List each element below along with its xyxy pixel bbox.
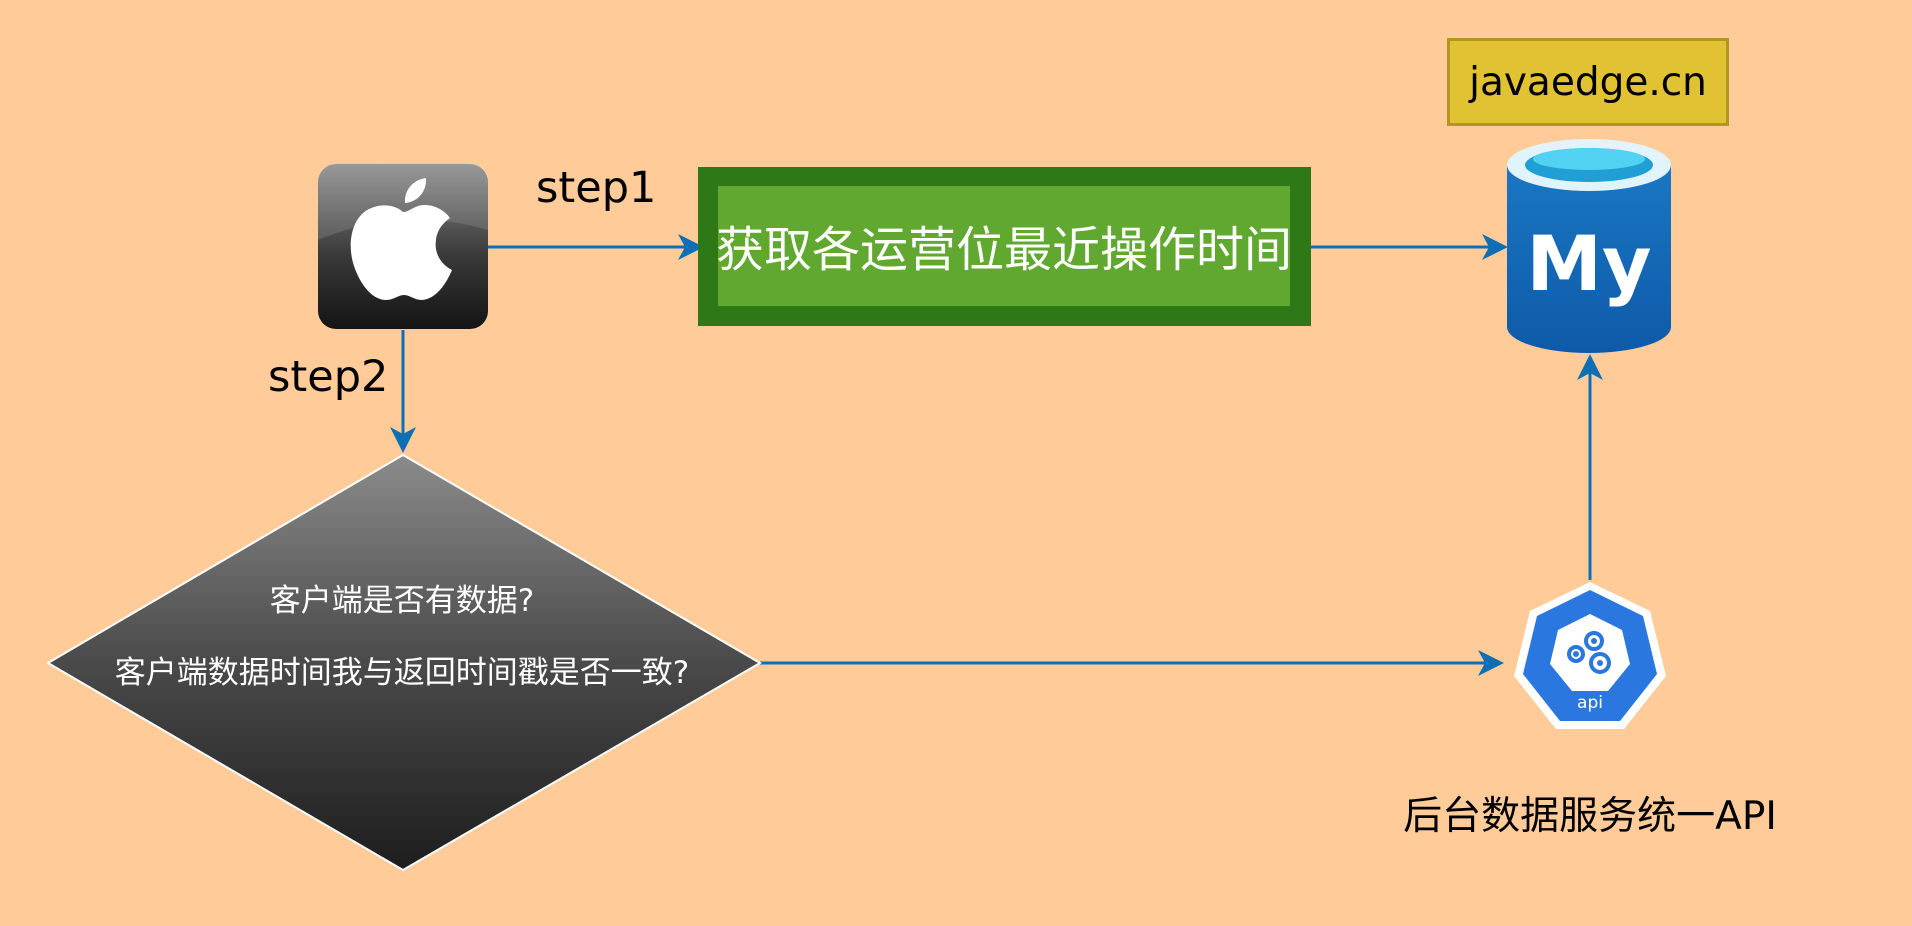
step2-label: step2: [268, 352, 389, 402]
api-arrowhead-icon: [1478, 650, 1504, 676]
decision-line-1: 客户端是否有数据?: [269, 583, 535, 619]
site-tag: javaedge.cn: [1447, 38, 1729, 126]
step1-label: step1: [536, 163, 657, 213]
step2-arrowhead-icon: [390, 427, 416, 453]
api-badge-inner: [1550, 614, 1630, 691]
mysql-database-icon: My: [1507, 139, 1671, 353]
kubernetes-api-icon: api: [1514, 582, 1666, 729]
gear-icon: [1567, 631, 1611, 674]
connectors: [401, 245, 1592, 665]
database-up-arrowhead-icon: [1577, 354, 1603, 380]
process-box-label: 获取各运营位最近操作时间: [716, 222, 1293, 278]
decision-line-2: 客户端数据时间我与返回时间戳是否一致?: [114, 655, 690, 691]
database-arrowhead-icon: [1482, 234, 1508, 260]
api-badge-text: api: [1577, 693, 1603, 713]
decision-diamond: [46, 453, 762, 872]
apple-client-icon: [318, 164, 488, 329]
step1-arrowhead-icon: [678, 234, 704, 260]
api-caption: 后台数据服务统一API: [1403, 794, 1777, 839]
process-box-frame: [698, 167, 1311, 326]
arrowheads: [390, 234, 1603, 676]
decision-text: 客户端是否有数据? 客户端数据时间我与返回时间戳是否一致?: [60, 565, 744, 709]
database-logo-text: My: [1526, 219, 1651, 308]
